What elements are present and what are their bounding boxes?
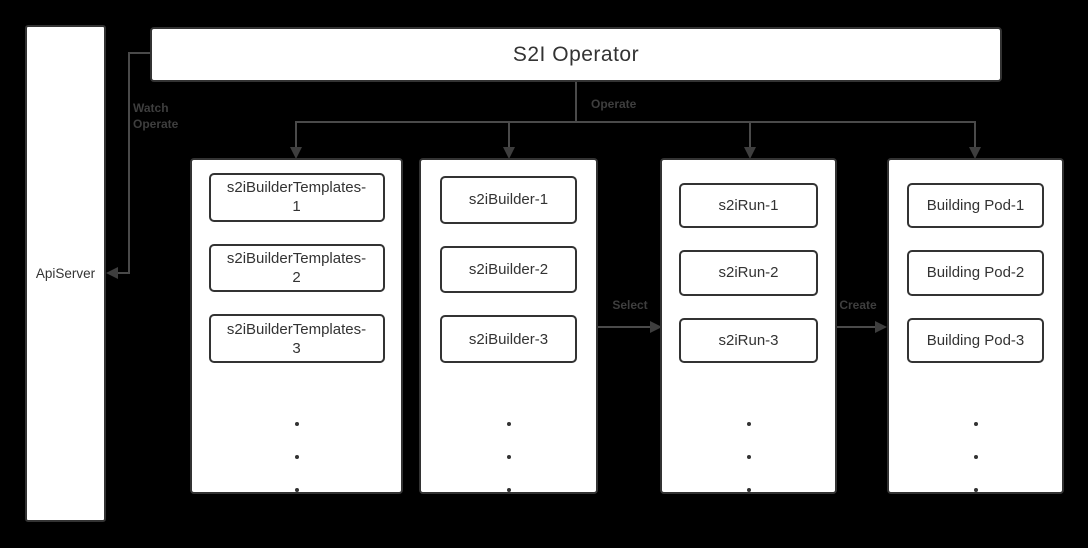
ellipsis-dots: [973, 393, 978, 492]
s2ibuildertemplates-node: s2iBuilderTemplates-2: [208, 243, 385, 293]
ellipsis-dot: [746, 454, 751, 459]
ellipsis-dot: [294, 455, 299, 460]
down-arrowhead-icon: [503, 147, 515, 159]
ellipsis-dots: [506, 393, 511, 493]
building-pod-node: Building Pod-3: [907, 317, 1044, 363]
select-connector: [598, 321, 662, 333]
ellipsis-dot: [746, 421, 751, 426]
down-arrowhead-icon: [744, 147, 756, 159]
ellipsis-dot: [973, 421, 978, 426]
ellipsis-dot: [506, 422, 511, 427]
ellipsis-dots: [294, 393, 299, 493]
right-arrowhead-icon: [875, 321, 887, 333]
s2irun-node: s2iRun-1: [679, 183, 818, 229]
s2ibuilder-node: s2iBuilder-3: [440, 315, 577, 364]
s2irun-node: s2iRun-3: [679, 317, 818, 363]
watch-operate-connector: [106, 52, 150, 279]
s2i-operator-node: S2I Operator: [150, 27, 1002, 82]
apiserver-label: ApiServer: [35, 266, 96, 281]
s2ibuildertemplates-node: s2iBuilderTemplates-3: [208, 314, 385, 364]
down-arrowhead-icon: [969, 147, 981, 159]
column-s2ibuilder: s2iBuilder-1 s2iBuilder-2 s2iBuilder-3: [419, 158, 598, 494]
s2ibuilder-node: s2iBuilder-1: [440, 176, 577, 224]
ellipsis-dot: [973, 454, 978, 459]
operate-fanout-connector: [290, 82, 981, 159]
ellipsis-dot: [294, 488, 299, 493]
building-pod-node: Building Pod-1: [907, 183, 1044, 229]
create-connector: [837, 321, 887, 333]
right-arrowhead-icon: [650, 321, 662, 333]
ellipsis-dot: [506, 455, 511, 460]
column-s2ibuildertemplates: s2iBuilderTemplates-1 s2iBuilderTemplate…: [190, 158, 403, 494]
s2irun-node: s2iRun-2: [679, 250, 818, 296]
ellipsis-dot: [746, 487, 751, 492]
s2i-operator-title: S2I Operator: [512, 42, 640, 66]
operate-edge-label: Operate: [591, 97, 637, 111]
column-s2irun: s2iRun-1 s2iRun-2 s2iRun-3: [660, 158, 837, 494]
building-pod-node: Building Pod-2: [907, 250, 1044, 296]
select-edge-label: Select: [612, 298, 648, 312]
down-arrowhead-icon: [290, 147, 302, 159]
create-edge-label: Create: [839, 298, 877, 312]
column-building-pod: Building Pod-1 Building Pod-2 Building P…: [887, 158, 1064, 494]
s2ibuilder-node: s2iBuilder-2: [440, 245, 577, 294]
watch-operate-edge-label: Watch Operate: [133, 101, 179, 131]
ellipsis-dots: [746, 393, 751, 492]
ellipsis-dot: [973, 487, 978, 492]
ellipsis-dot: [294, 422, 299, 427]
s2ibuildertemplates-node: s2iBuilderTemplates-1: [208, 173, 385, 222]
left-arrowhead-icon: [106, 267, 118, 279]
apiserver-node: ApiServer: [25, 25, 106, 522]
ellipsis-dot: [506, 488, 511, 493]
